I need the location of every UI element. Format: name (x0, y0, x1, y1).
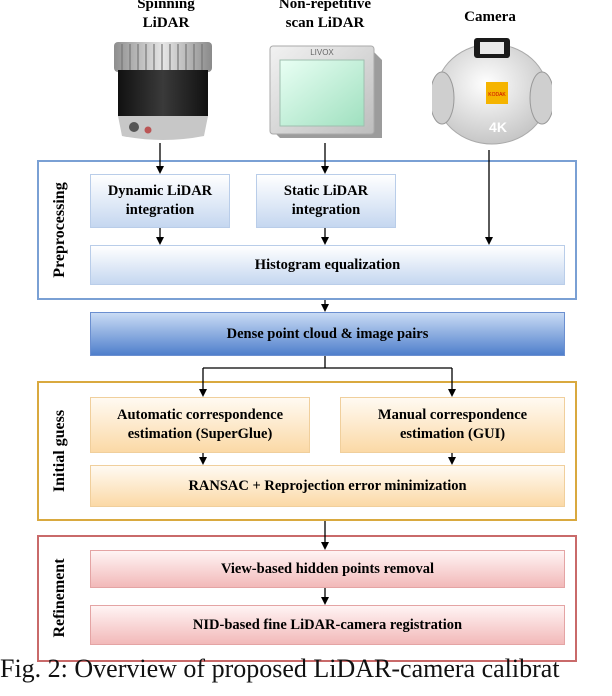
histogram-equalization-box: Histogram equalization (90, 245, 565, 285)
camera-brand-text: KODAK (488, 92, 506, 98)
preprocessing-stage (37, 160, 577, 300)
nonrepetitive-lidar-image: LIVOX (269, 45, 382, 138)
refinement-stage (37, 535, 577, 662)
static-lidar-integration-line2: integration (291, 202, 361, 218)
manual-correspondence-box: Manual correspondence estimation (GUI) (340, 397, 565, 453)
dynamic-lidar-integration-box: Dynamic LiDAR integration (90, 174, 230, 228)
histogram-equalization-text: Histogram equalization (254, 256, 401, 273)
manual-correspondence-line2: estimation (GUI) (399, 426, 506, 442)
view-based-hidden-points-removal-text: View-based hidden points removal (220, 560, 435, 577)
ransac-box: RANSAC + Reprojection error minimization (90, 465, 565, 507)
figure-caption: Fig. 2: Overview of proposed LiDAR-camer… (0, 654, 560, 683)
camera-label: Camera (440, 8, 540, 27)
nonrepetitive-lidar-label-line1: Non-repetitive (278, 0, 372, 12)
nid-registration-text: NID-based fine LiDAR-camera registration (192, 616, 463, 633)
dynamic-lidar-integration-line1: Dynamic LiDAR (107, 183, 213, 199)
livox-brand-text: LIVOX (310, 48, 334, 57)
camera-4k-badge: 4K (489, 119, 507, 135)
spinning-lidar-image (114, 42, 212, 140)
camera-image: KODAK 4K (432, 38, 552, 145)
dense-point-cloud-box: Dense point cloud & image pairs (90, 312, 565, 356)
automatic-correspondence-box: Automatic correspondence estimation (Sup… (90, 397, 310, 453)
spinning-lidar-label: Spinning LiDAR (116, 0, 216, 33)
static-lidar-integration-line1: Static LiDAR (283, 183, 369, 199)
spinning-lidar-label-line2: LiDAR (142, 15, 190, 31)
static-lidar-integration-box: Static LiDAR integration (256, 174, 396, 228)
dynamic-lidar-integration-line2: integration (125, 202, 195, 218)
automatic-correspondence-line2: estimation (SuperGlue) (127, 426, 273, 442)
initial-guess-stage (37, 381, 577, 521)
dense-point-cloud-text: Dense point cloud & image pairs (226, 325, 429, 342)
manual-correspondence-line1: Manual correspondence (377, 407, 528, 423)
nonrepetitive-lidar-label: Non-repetitive scan LiDAR (265, 0, 385, 33)
nid-registration-box: NID-based fine LiDAR-camera registration (90, 605, 565, 645)
nonrepetitive-lidar-label-line2: scan LiDAR (285, 15, 365, 31)
spinning-lidar-label-line1: Spinning (137, 0, 195, 12)
camera-label-text: Camera (464, 9, 516, 25)
ransac-text: RANSAC + Reprojection error minimization (188, 477, 467, 494)
automatic-correspondence-line1: Automatic correspondence (116, 407, 284, 423)
view-based-hidden-points-removal-box: View-based hidden points removal (90, 550, 565, 588)
